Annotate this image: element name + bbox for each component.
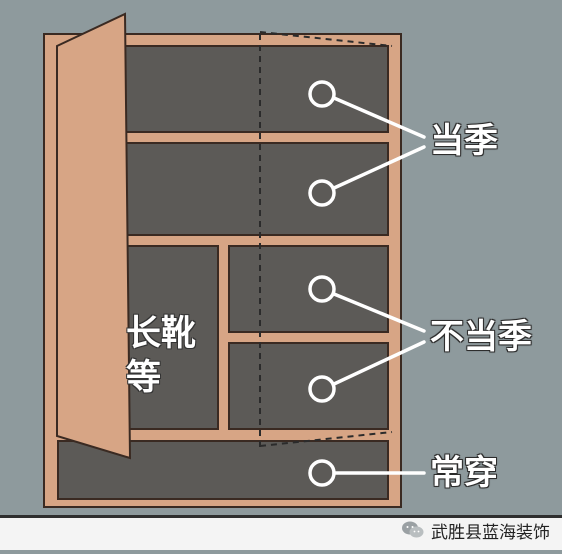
floor	[0, 518, 562, 550]
shelf-compartment-4	[228, 342, 389, 430]
markers	[308, 80, 336, 487]
shelf-compartment-1	[124, 45, 389, 133]
boots-compartment	[124, 245, 219, 430]
connectors	[332, 96, 426, 475]
shelf-compartment-2	[124, 142, 389, 236]
wechat-icon	[402, 521, 424, 538]
connector-off-season-2	[332, 340, 426, 386]
label-daily-wear: 常穿	[430, 453, 498, 493]
door-dashed-top	[259, 31, 393, 47]
floor-line	[0, 515, 562, 518]
label-off-season: 不当季	[430, 317, 532, 357]
label-boots: 长靴等	[126, 314, 197, 398]
watermark-text: 武胜县蓝海装饰	[431, 522, 550, 543]
connector-off-season-1	[332, 292, 426, 333]
marker-circle-1	[308, 80, 336, 108]
marker-circle-4	[308, 375, 336, 403]
label-in-season: 当季	[430, 121, 498, 161]
watermark: 武胜县蓝海装饰	[401, 517, 550, 543]
marker-circle-3	[308, 275, 336, 303]
connector-in-season-2	[332, 145, 426, 190]
open-door	[56, 12, 132, 460]
door-dashed-bottom	[259, 431, 393, 447]
marker-circle-2	[308, 179, 336, 207]
connector-in-season-1	[332, 96, 426, 139]
